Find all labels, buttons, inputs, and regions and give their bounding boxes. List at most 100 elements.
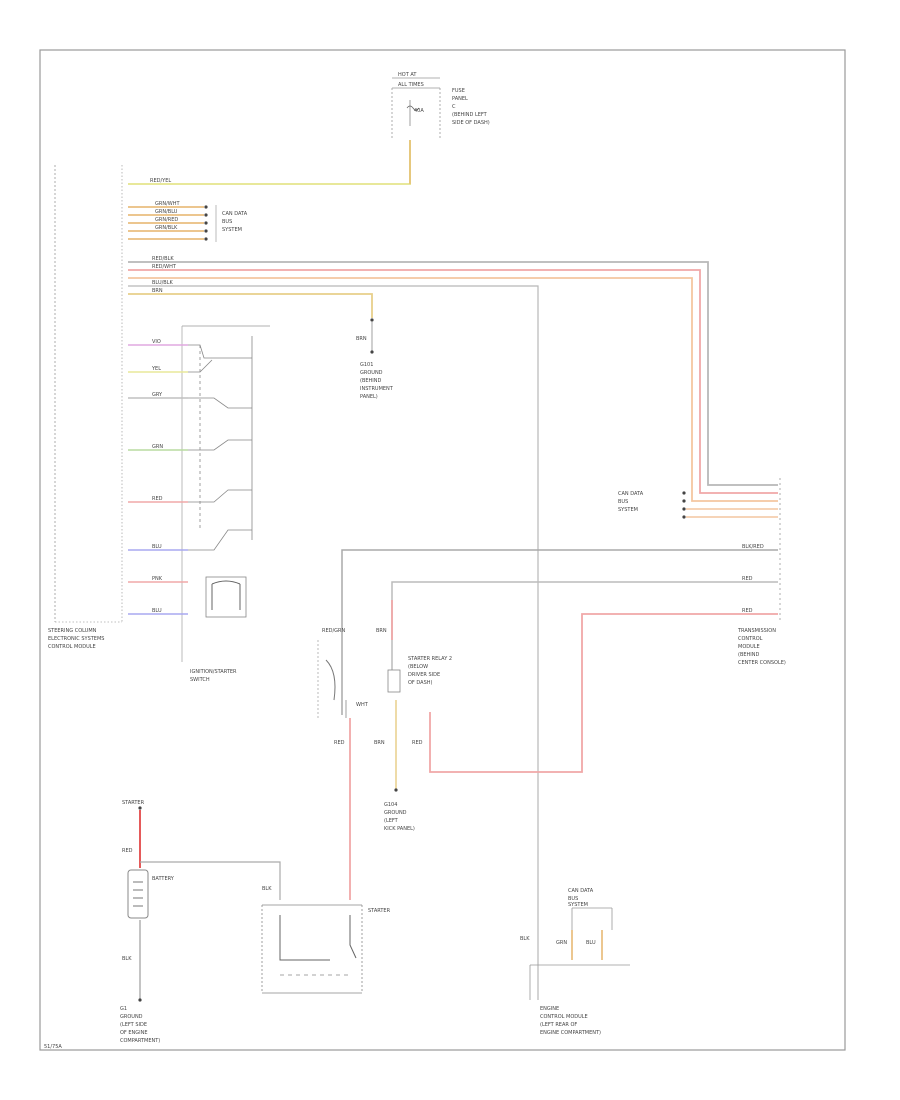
- trans-module-2: CONTROL: [738, 636, 763, 642]
- wire-label-grn3: GRN/RED: [155, 217, 178, 223]
- wire-label-brn3: BRN: [376, 628, 387, 634]
- wire-label-blu3: BLU: [586, 940, 596, 946]
- trans-module-5: CENTER CONSOLE): [738, 660, 786, 666]
- wire-label-grn: GRN: [152, 444, 163, 450]
- wire-label-gry: GRY: [152, 392, 163, 398]
- wire-label-blu-blk: BLU/BLK: [152, 280, 174, 286]
- footer-code: 51/75A: [44, 1044, 62, 1050]
- wire-label-red6: RED: [122, 848, 133, 854]
- battery: STARTER RED BATTERY BLK G1 GROUND (LEFT …: [120, 800, 281, 1044]
- data-bus-left-3: SYSTEM: [222, 227, 242, 233]
- ground-battery-1: G1: [120, 1006, 127, 1012]
- can-bus-left-group: GRN/WHT GRN/BLU GRN/RED GRN/BLK CAN DATA…: [128, 201, 248, 242]
- central-module-line2: ELECTRONIC SYSTEMS: [48, 636, 104, 642]
- engine-module-2: CONTROL MODULE: [540, 1014, 588, 1020]
- steering-column-module: STEERING COLUMN ELECTRONIC SYSTEMS CONTR…: [48, 165, 123, 650]
- wire-label-vio: VIO: [152, 339, 161, 345]
- wire-label-blu: BLU: [152, 544, 162, 550]
- wire-label-yel: RED/YEL: [150, 178, 171, 184]
- ground-battery-3: (LEFT SIDE: [120, 1022, 147, 1028]
- ground-battery-5: COMPARTMENT): [120, 1038, 160, 1044]
- starter: STARTER: [261, 904, 391, 994]
- wire-label-brn4: BRN: [374, 740, 385, 746]
- wire-label-yel2: YEL: [151, 366, 161, 372]
- wire-label-blk3: BLK: [520, 936, 530, 942]
- wire-label-red-grn: RED/GRN: [322, 628, 346, 634]
- ground-battery-2: GROUND: [120, 1014, 143, 1020]
- ignition-switch-line2: SWITCH: [190, 677, 210, 683]
- wire-label-red-blk: RED/BLK: [152, 256, 174, 262]
- diagram-frame: [39, 49, 846, 1051]
- central-module-line1: STEERING COLUMN: [48, 628, 97, 634]
- fuse-rating: 40A: [414, 108, 424, 114]
- data-bus-right-2: BUS: [618, 499, 628, 505]
- engine-module-3: (LEFT REAR OF: [540, 1022, 577, 1028]
- wire-label-pnk: PNK: [152, 576, 163, 582]
- fuse-box-label-2: PANEL: [452, 96, 468, 102]
- trans-module-3: MODULE: [738, 644, 760, 650]
- wire-label-red4: RED: [412, 740, 423, 746]
- data-bus-right-3: SYSTEM: [618, 507, 638, 513]
- battery-label: BATTERY: [152, 876, 175, 882]
- wire-label-grn4: GRN/BLK: [155, 225, 178, 231]
- ground-pnl-2: GROUND: [360, 370, 383, 376]
- data-bus-bottom-1: CAN DATA: [568, 888, 594, 894]
- wire-label-grn1: GRN/WHT: [155, 201, 180, 207]
- data-bus-bottom-3: SYSTEM: [568, 902, 588, 908]
- ground-battery-4: OF ENGINE: [120, 1030, 148, 1036]
- relay-line2: (BELOW: [408, 664, 428, 670]
- relay-line4: OF DASH): [408, 680, 433, 686]
- ignition-switch-line1: IGNITION/STARTER: [190, 669, 237, 675]
- wire-label-blu2: BLU: [152, 608, 162, 614]
- starter-relay: BLK/RED RED RED RED/GRN BRN STARTER RELA…: [317, 544, 778, 900]
- wire-label-red3: RED: [742, 608, 753, 614]
- fuse-box-label-5: SIDE OF DASH): [452, 120, 490, 126]
- ground-relay-1: G104: [384, 802, 397, 808]
- hot-at-line1: HOT AT: [398, 72, 417, 78]
- wire-label-blk2: BLK: [262, 886, 272, 892]
- data-bus-right-1: CAN DATA: [618, 491, 644, 497]
- ground-pnl-5: PANEL): [360, 394, 378, 400]
- trans-module-4: (BEHIND: [738, 652, 760, 658]
- fuse-box-label-1: FUSE: [452, 88, 465, 94]
- wire-label-brn: BRN: [152, 288, 163, 294]
- ground-pnl-3: (BEHIND: [360, 378, 382, 384]
- fuse-box-label-3: C: [452, 104, 456, 110]
- ignition-switch: VIO YEL GRY GRN RED BLU PNK BLU IGNITION…: [128, 325, 270, 683]
- fuse-box-label-4: (BEHIND LEFT: [452, 112, 488, 118]
- harness-wires-right: RED/BLK RED/WHT BLU/BLK BRN CAN DATA BUS…: [128, 256, 778, 1000]
- starter-label: STARTER: [368, 908, 391, 914]
- engine-module-1: ENGINE: [540, 1006, 559, 1012]
- data-bus-left-2: BUS: [222, 219, 232, 225]
- central-module-line3: CONTROL MODULE: [48, 644, 96, 650]
- fusible-link: STARTER: [122, 800, 145, 806]
- wire-label-red5: RED: [334, 740, 345, 746]
- wire-label-blk: BLK: [122, 956, 132, 962]
- ground-relay-3: (LEFT: [384, 818, 399, 824]
- yellow-feed-wire: RED/YEL: [128, 140, 411, 185]
- wire-label-wht: WHT: [356, 702, 369, 708]
- engine-control-module: CAN DATA BUS SYSTEM BLK GRN BLU ENGINE C…: [520, 888, 630, 1036]
- ground-pnl-4: INSTRUMENT: [360, 386, 394, 392]
- relay-line3: DRIVER SIDE: [408, 672, 440, 678]
- ground-relay-4: KICK PANEL): [384, 826, 415, 832]
- fuse-box: HOT AT ALL TIMES 40A FUSE PANEL C (BEHIN…: [391, 72, 490, 138]
- hot-at-line2: ALL TIMES: [398, 82, 424, 88]
- wire-label-brn-gnd: BRN: [356, 336, 367, 342]
- wire-label-red-wht: RED/WHT: [152, 264, 177, 270]
- wire-label-grn5: GRN: [556, 940, 567, 946]
- wire-label-blk-red: BLK/RED: [742, 544, 764, 550]
- wire-label-red: RED: [152, 496, 163, 502]
- data-bus-left-1: CAN DATA: [222, 211, 248, 217]
- wire-label-red2: RED: [742, 576, 753, 582]
- ground-g101: BRN G101 GROUND (BEHIND INSTRUMENT PANEL…: [356, 318, 394, 400]
- wire-label-grn2: GRN/BLU: [155, 209, 178, 215]
- ground-relay-2: GROUND: [384, 810, 407, 816]
- trans-module-1: TRANSMISSION: [737, 628, 776, 634]
- relay-line1: STARTER RELAY 2: [408, 656, 452, 662]
- ground-pnl-1: G101: [360, 362, 373, 368]
- transmission-module: TRANSMISSION CONTROL MODULE (BEHIND CENT…: [737, 478, 786, 666]
- engine-module-4: ENGINE COMPARTMENT): [540, 1030, 601, 1036]
- data-bus-bottom-2: BUS: [568, 896, 578, 902]
